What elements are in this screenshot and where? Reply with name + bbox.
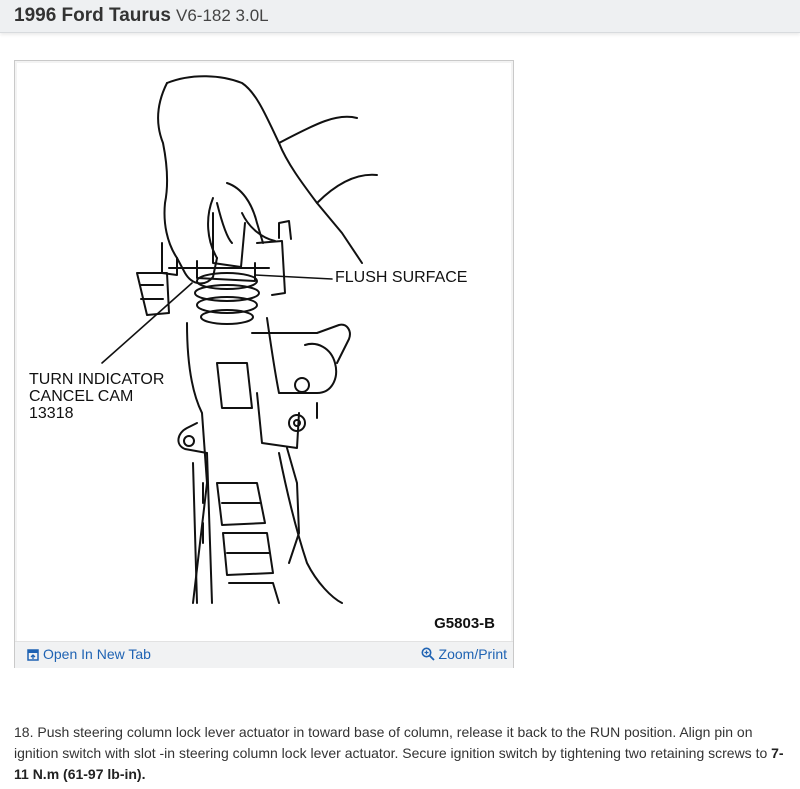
zoom-print-link[interactable]: Zoom/Print xyxy=(421,646,507,664)
illustration-drawing xyxy=(101,75,378,604)
figure-footer: Open In New Tab Zoom/Print xyxy=(15,641,513,668)
step-body: 18. Push steering column lock lever actu… xyxy=(14,724,772,761)
zoom-magnifier-icon xyxy=(421,647,435,664)
figure-container: FLUSH SURFACE TURN INDICATOR CANCEL CAM … xyxy=(14,60,514,668)
vehicle-name: 1996 Ford Taurus xyxy=(14,5,171,26)
instruction-step-18: 18. Push steering column lock lever actu… xyxy=(14,722,784,785)
label-cam-line2: CANCEL CAM xyxy=(29,388,134,405)
torque-spec: 7-11 N.m (61-97 lb-in) xyxy=(14,745,784,782)
label-cam-line1: TURN INDICATOR xyxy=(29,371,165,388)
label-flush-surface: FLUSH SURFACE xyxy=(335,269,468,286)
zoom-print-label: Zoom/Print xyxy=(438,646,507,662)
open-in-new-tab-icon xyxy=(27,648,39,664)
steering-column-illustration[interactable]: FLUSH SURFACE TURN INDICATOR CANCEL CAM … xyxy=(17,63,511,641)
open-in-new-tab-label: Open In New Tab xyxy=(43,646,151,662)
step-end: . xyxy=(141,766,146,782)
figure-code: G5803-B xyxy=(434,615,495,632)
engine-spec: V6-182 3.0L xyxy=(175,6,269,25)
open-in-new-tab-link[interactable]: Open In New Tab xyxy=(27,646,151,664)
label-cam-line3: 13318 xyxy=(29,405,74,422)
